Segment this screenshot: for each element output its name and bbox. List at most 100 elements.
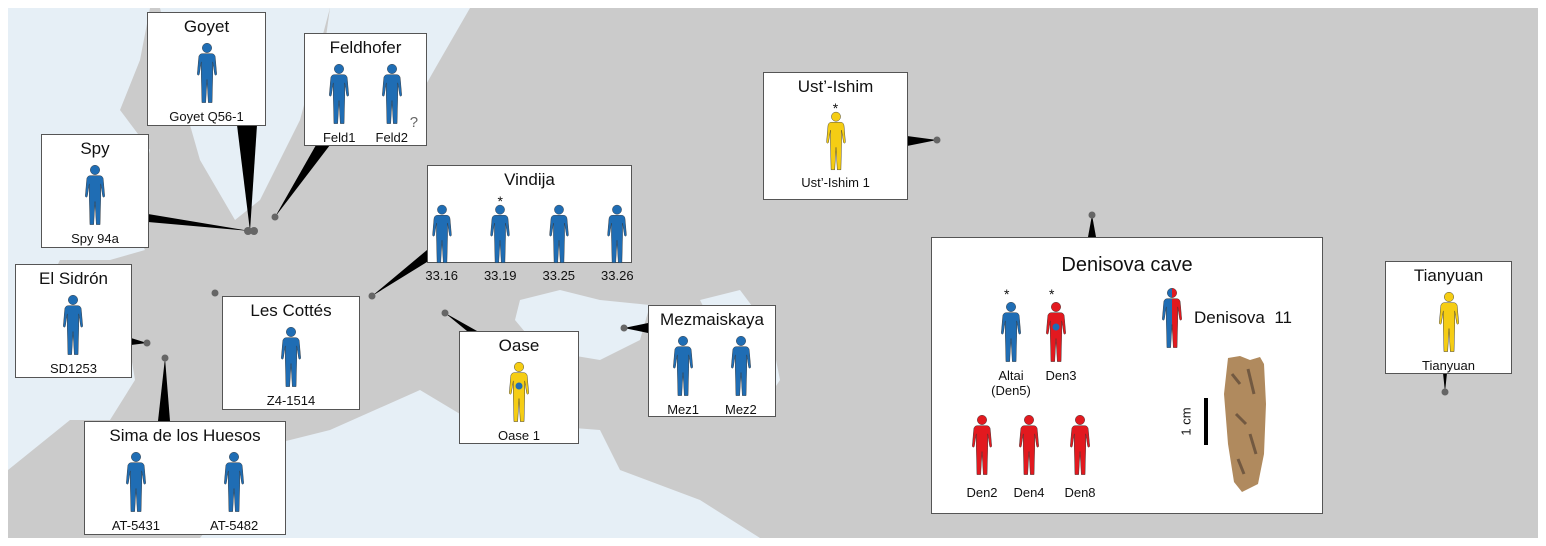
individual: Oase 1	[498, 360, 540, 443]
asterisk: *	[1004, 286, 1010, 302]
site-title: Sima de los Huesos	[109, 426, 261, 445]
site-title: Les Cottés	[250, 301, 332, 320]
individual-label: Z4-1514	[266, 393, 316, 408]
individual-label: Mez2	[725, 402, 757, 417]
individual-label: Tianyuan	[1422, 358, 1475, 373]
individual-label: SD1253	[50, 361, 97, 376]
individual: AT-5482	[210, 450, 258, 533]
human-figure-icon	[280, 325, 302, 391]
human-figure-icon	[328, 62, 350, 128]
individual-label: Spy 94a	[71, 231, 119, 246]
figure-den3-denisovan	[1045, 301, 1067, 365]
site-title: Denisova cave	[1061, 254, 1193, 276]
figures: 33.16 * 33.19 33.25 33.26	[425, 194, 634, 283]
human-figure-icon	[1438, 290, 1460, 356]
site-title: Oase	[498, 336, 540, 355]
individual-label: AT-5482	[210, 518, 259, 533]
site-title: Tianyuan	[1413, 266, 1484, 285]
label-den4: Den4	[1013, 485, 1045, 500]
individual: Mez1	[667, 334, 699, 417]
individual: Z4-1514	[267, 325, 315, 408]
individual: 33.16	[425, 194, 458, 283]
site-title: Ust’-Ishim	[797, 77, 874, 96]
individual: AT-5431	[112, 450, 160, 533]
site-title: Goyet	[183, 17, 230, 36]
individual: SD1253	[50, 293, 97, 376]
scale-bar	[1204, 398, 1208, 445]
label-den3: Den3	[1045, 368, 1077, 383]
human-figure-icon	[84, 163, 106, 229]
asterisk: *	[497, 193, 503, 209]
individual: * 33.19	[484, 194, 517, 283]
figures: Spy 94a	[42, 163, 148, 246]
figure-denisova11-hybrid	[1161, 286, 1183, 352]
scale-label: 1 cm	[1178, 407, 1194, 436]
human-figure-icon	[672, 334, 694, 400]
label-den2: Den2	[966, 485, 998, 500]
figures: Tianyuan	[1386, 290, 1511, 373]
individual-label: Mez1	[667, 402, 699, 417]
site-dots	[143, 136, 1449, 396]
individual: ?Feld2	[375, 62, 418, 145]
site-title: Vindija	[504, 170, 555, 189]
individual: Spy 94a	[71, 163, 119, 246]
figures: SD1253	[16, 293, 131, 376]
label-denisova-11: Denisova 11	[1194, 308, 1292, 327]
individual-label: Goyet Q56-1	[169, 109, 244, 124]
figures: Feld1 ?Feld2	[305, 62, 426, 145]
site-box-ustishim: Ust’-Ishim * Ust’-Ishim 1	[763, 72, 908, 200]
human-figure-icon	[431, 204, 453, 266]
human-figure-icon	[223, 450, 245, 516]
individual-label: 33.19	[483, 268, 517, 283]
individual: Mez2	[725, 334, 757, 417]
figure-den2-denisovan	[971, 414, 993, 478]
human-figure-icon	[381, 62, 403, 128]
site-title: El Sidrón	[39, 269, 108, 288]
individual-label: Ust’-Ishim 1	[801, 175, 870, 190]
individual: 33.26	[601, 194, 634, 283]
asterisk: *	[832, 100, 839, 116]
figures: Oase 1	[460, 360, 578, 443]
individual: Tianyuan	[1422, 290, 1475, 373]
site-title: Feldhofer	[329, 38, 402, 57]
site-box-denisova: Denisova cave * * Altai(Den5) Den3 Den2 …	[931, 237, 1323, 514]
callout-pointers	[131, 125, 1447, 421]
asterisk: *	[1049, 286, 1055, 302]
figures: Mez1 Mez2	[649, 334, 775, 417]
site-title: Spy	[80, 139, 110, 158]
human-figure-icon	[730, 334, 752, 400]
human-figure-icon	[125, 450, 147, 516]
figure-den4-denisovan	[1018, 414, 1040, 478]
site-title: Mezmaiskaya	[660, 310, 764, 329]
site-box-vindija: Vindija 33.16 * 33.19 33.25 33.26	[425, 165, 634, 283]
human-figure-icon	[508, 360, 530, 426]
figure-den8-denisovan	[1069, 414, 1091, 478]
figures: Z4-1514	[223, 325, 359, 408]
individual: Feld1	[323, 62, 356, 145]
human-figure-icon	[489, 204, 511, 266]
individual-label: 33.26	[601, 268, 634, 283]
individual-label: Oase 1	[498, 428, 540, 443]
human-figure-icon	[606, 204, 628, 266]
individual-label: AT-5431	[111, 518, 160, 533]
individual: Goyet Q56-1	[169, 41, 244, 124]
figures: Goyet Q56-1	[148, 41, 265, 124]
individual-label: Feld1	[322, 130, 356, 145]
individual: 33.25	[543, 194, 575, 283]
bone-fragment-image	[1224, 356, 1266, 492]
figures: * Ust’-Ishim 1	[764, 101, 907, 190]
figures: AT-5431 AT-5482	[85, 450, 285, 533]
label-den8: Den8	[1064, 485, 1096, 500]
individual-label: 33.16	[425, 268, 458, 283]
individual-label: Feld2	[375, 130, 409, 145]
individual: * Ust’-Ishim 1	[801, 101, 870, 190]
human-figure-icon	[825, 111, 847, 173]
